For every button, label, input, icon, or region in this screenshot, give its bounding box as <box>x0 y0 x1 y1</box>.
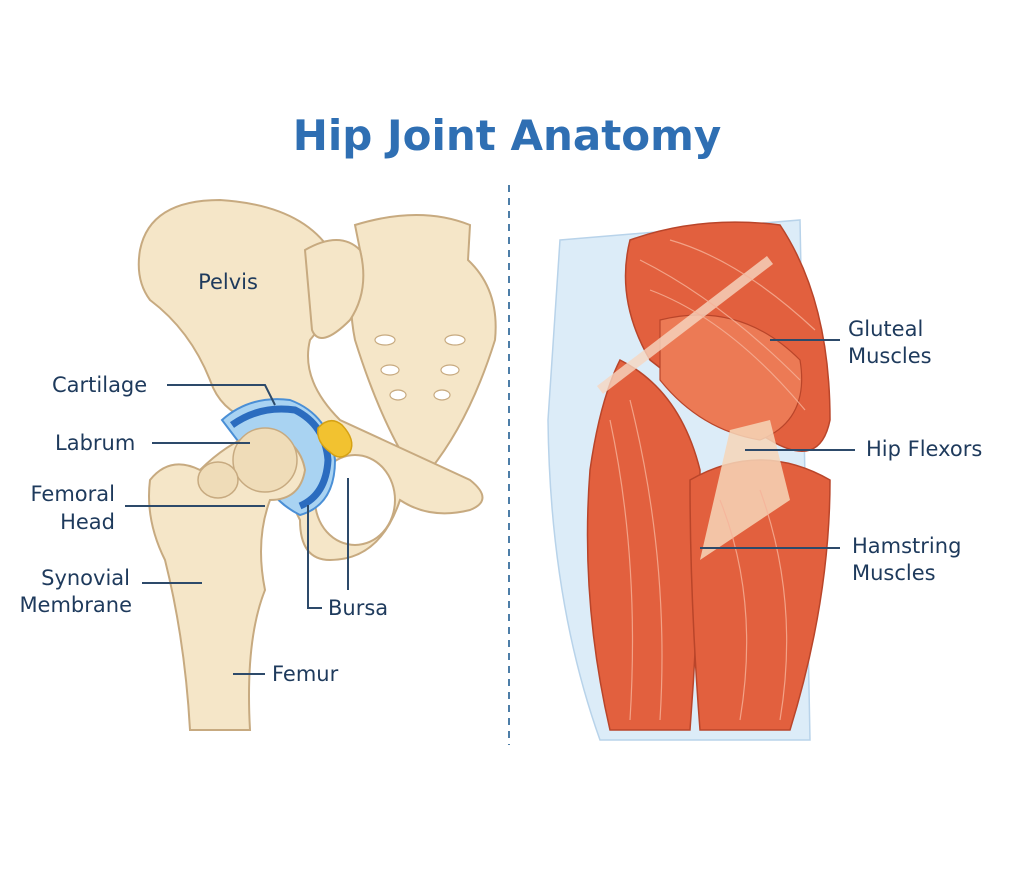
label-femoral-head-1: Femoral <box>31 482 116 506</box>
label-hamstring-2: Muscles <box>852 561 936 585</box>
label-cartilage: Cartilage <box>52 373 147 397</box>
label-gluteal-1: Gluteal <box>848 317 923 341</box>
label-synovial-2: Membrane <box>19 593 132 617</box>
label-bursa: Bursa <box>328 596 388 620</box>
label-femoral-head-2: Head <box>60 510 115 534</box>
label-hamstring-1: Hamstring <box>852 534 961 558</box>
label-femur: Femur <box>272 662 339 686</box>
diagram-title: Hip Joint Anatomy <box>293 111 722 160</box>
label-labrum: Labrum <box>55 431 135 455</box>
label-hip-flexors: Hip Flexors <box>866 437 982 461</box>
label-gluteal-2: Muscles <box>848 344 932 368</box>
label-pelvis: Pelvis <box>198 270 258 294</box>
label-synovial-1: Synovial <box>41 566 130 590</box>
hip-muscles-illustration: Gluteal Muscles Hip Flexors Hamstring Mu… <box>547 219 982 741</box>
pelvis-femur-illustration: Pelvis Cartilage Labrum Femoral Head Syn… <box>19 198 497 731</box>
